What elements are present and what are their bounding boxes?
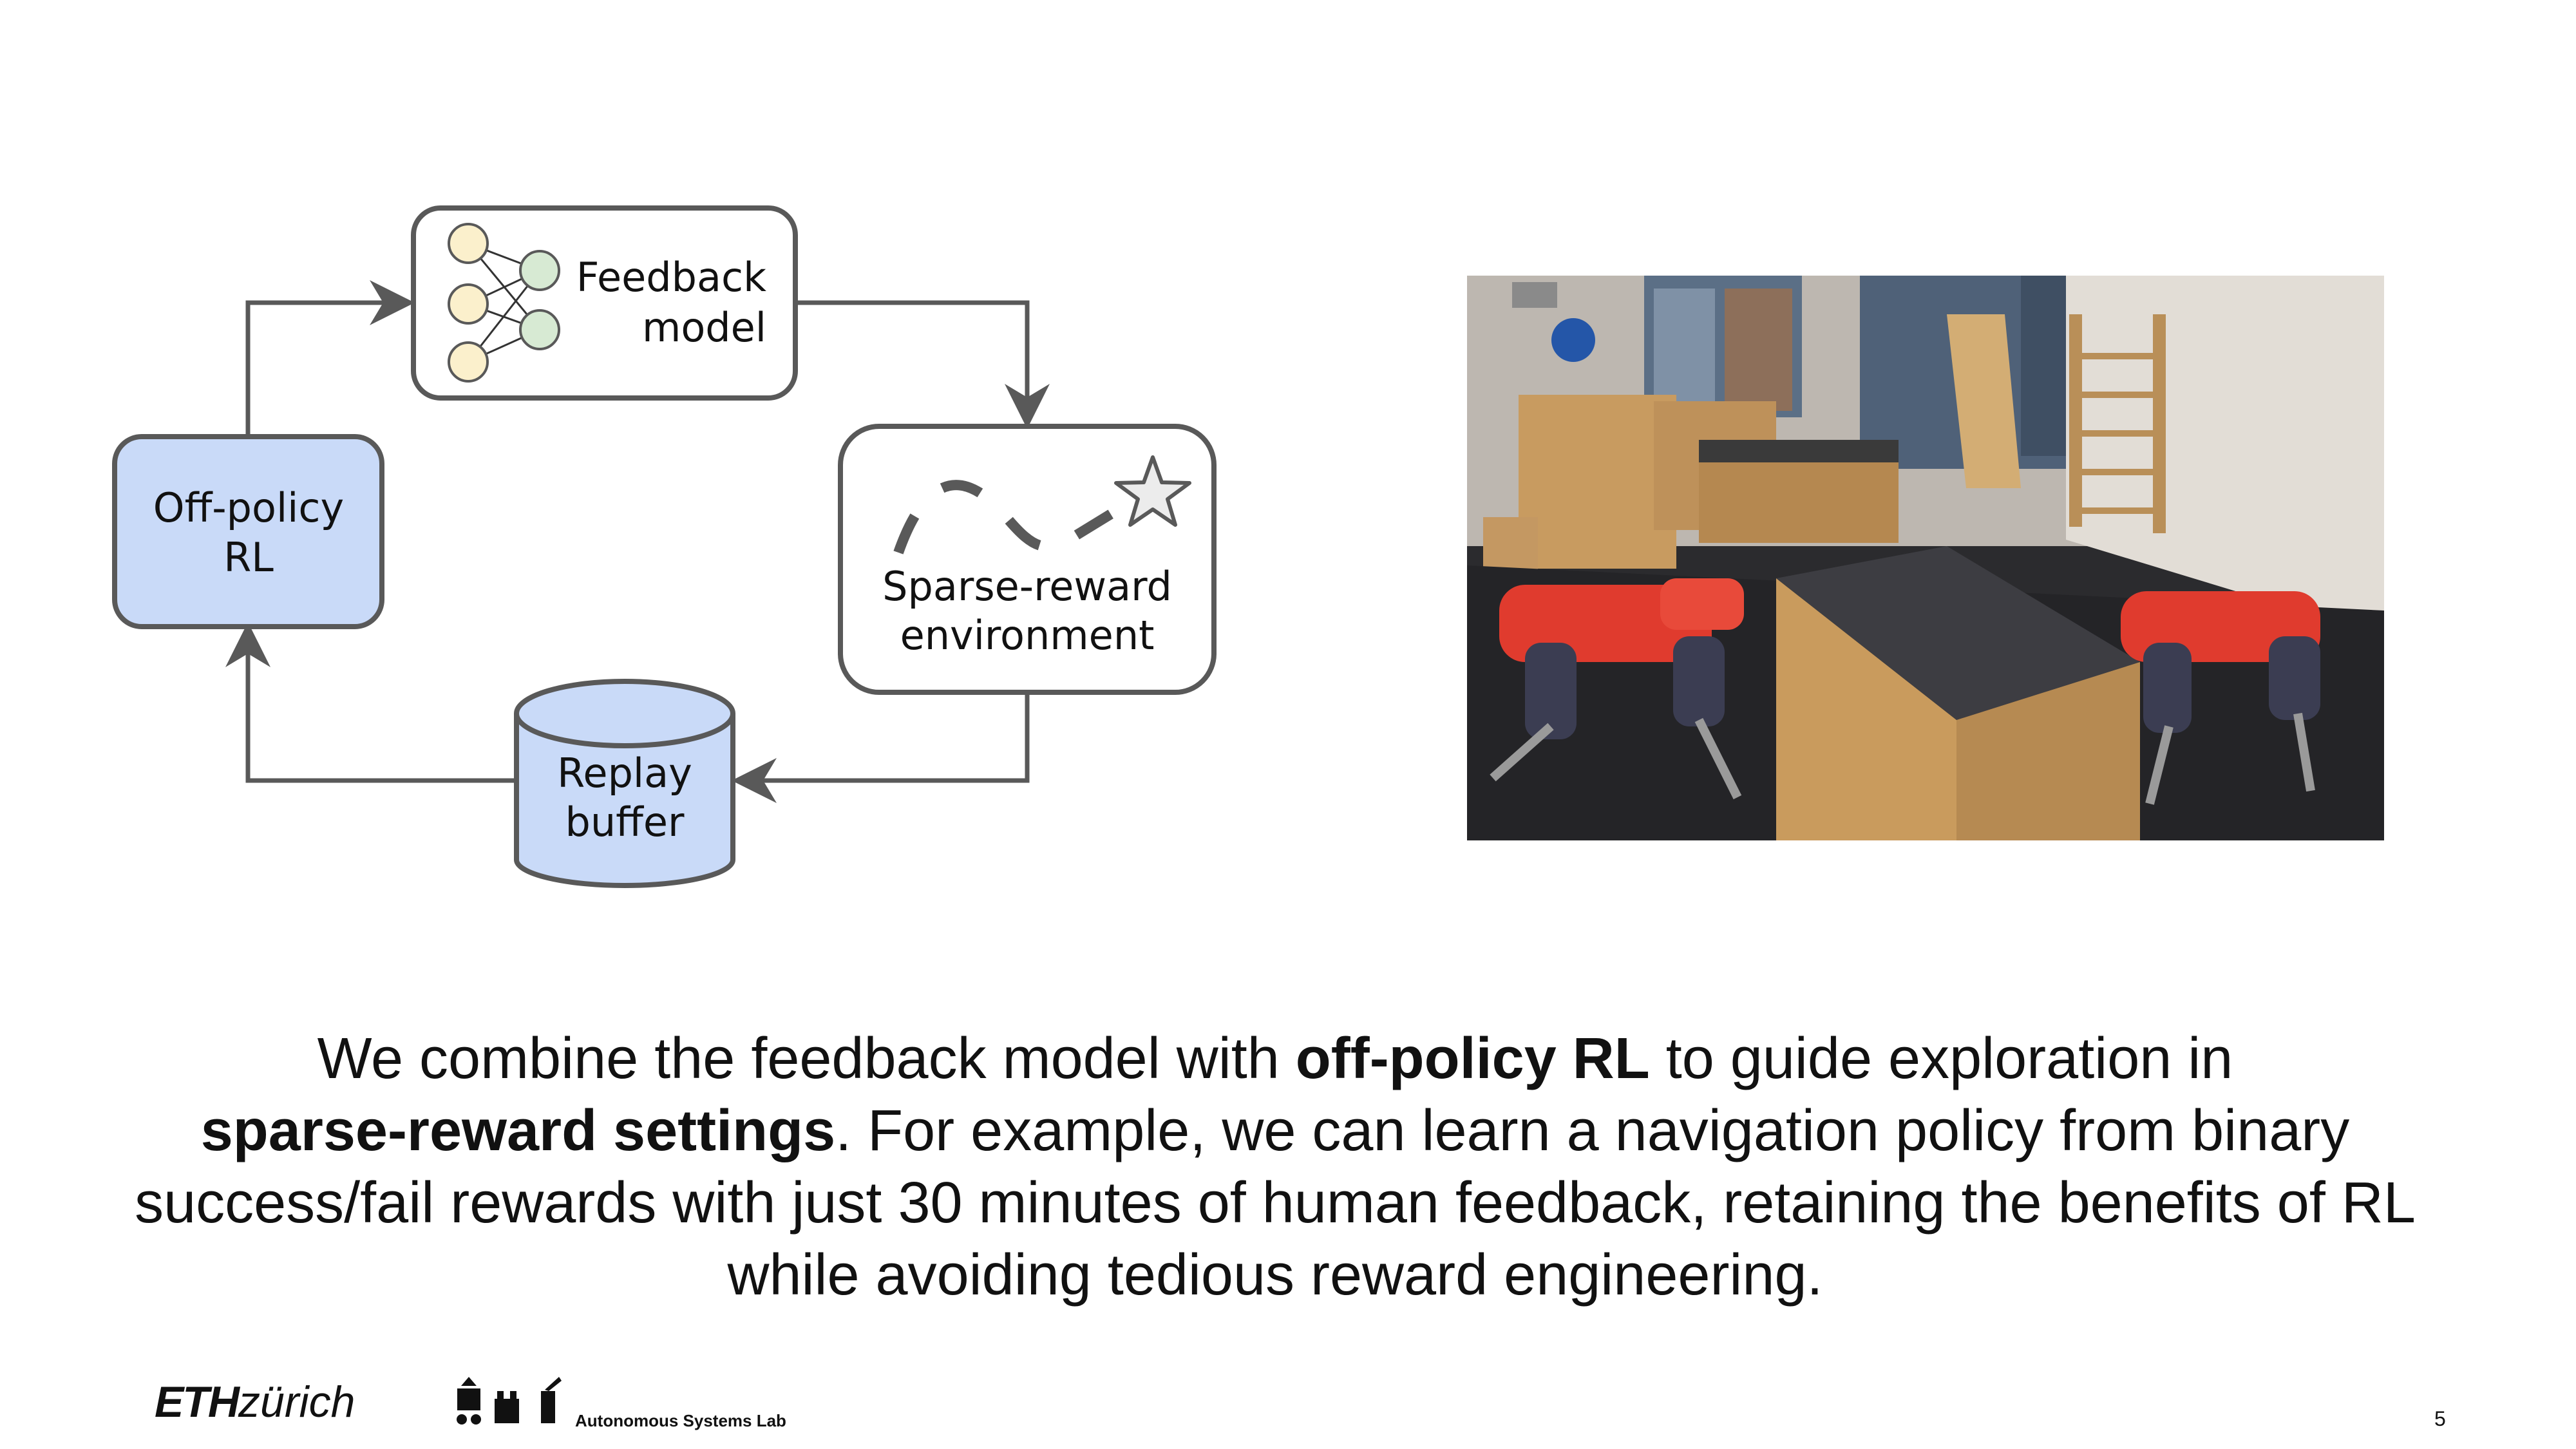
feedback-model-node: Feedback model [411,205,798,401]
caption-bold-off-policy-rl: off-policy RL [1295,1027,1650,1091]
off-policy-rl-label-line2: RL [223,534,274,581]
caption-part2: to guide exploration in [1649,1027,2233,1091]
caption-text: We combine the feedback model with off-p… [97,1023,2454,1311]
caption-bold-sparse-reward-settings: sparse-reward settings [200,1099,836,1163]
off-policy-rl-label-line1: Off-policy [153,484,344,531]
output-neuron [519,309,560,350]
arrow-rl-to-feedback [245,280,415,435]
neural-network-icon [448,223,560,383]
star-icon [1114,455,1191,527]
input-neuron [448,223,489,264]
feedback-model-label-line2: model [642,304,766,351]
robot-lab-photo [1467,276,2384,840]
input-neuron [448,283,489,325]
autonomous-systems-lab-label: Autonomous Systems Lab [575,1411,786,1430]
replay-buffer-node: Replay buffer [514,679,735,888]
sparse-reward-label-line2: environment [900,612,1155,659]
eth-zurich-logo: ETHzürich [155,1377,355,1427]
replay-buffer-label-line1: Replay [557,750,692,797]
off-policy-rl-node: Off-policy RL [112,434,384,629]
feedback-model-label-line1: Feedback [576,254,766,301]
page-number: 5 [2434,1407,2446,1430]
input-neuron [448,341,489,383]
eth-logo-text: ETH [155,1378,240,1426]
caption-part3: . For example, we can learn a navigation… [135,1099,2416,1307]
output-neuron [519,250,560,291]
asl-logo-icon [457,1377,562,1425]
arrow-buffer-to-rl [225,622,515,783]
replay-buffer-label-line2: buffer [565,799,685,846]
feedback-rl-diagram: Feedback model Off-policy RL Sparse-rewa… [112,205,1217,888]
zurich-logo-text: zürich [238,1378,355,1426]
sparse-reward-label-line1: Sparse-reward [882,563,1172,610]
sparse-reward-environment-node: Sparse-reward environment [838,424,1217,695]
arrow-env-to-buffer [732,692,1030,803]
caption-part1: We combine the feedback model with [317,1027,1296,1091]
arrow-feedback-to-env [795,300,1050,429]
